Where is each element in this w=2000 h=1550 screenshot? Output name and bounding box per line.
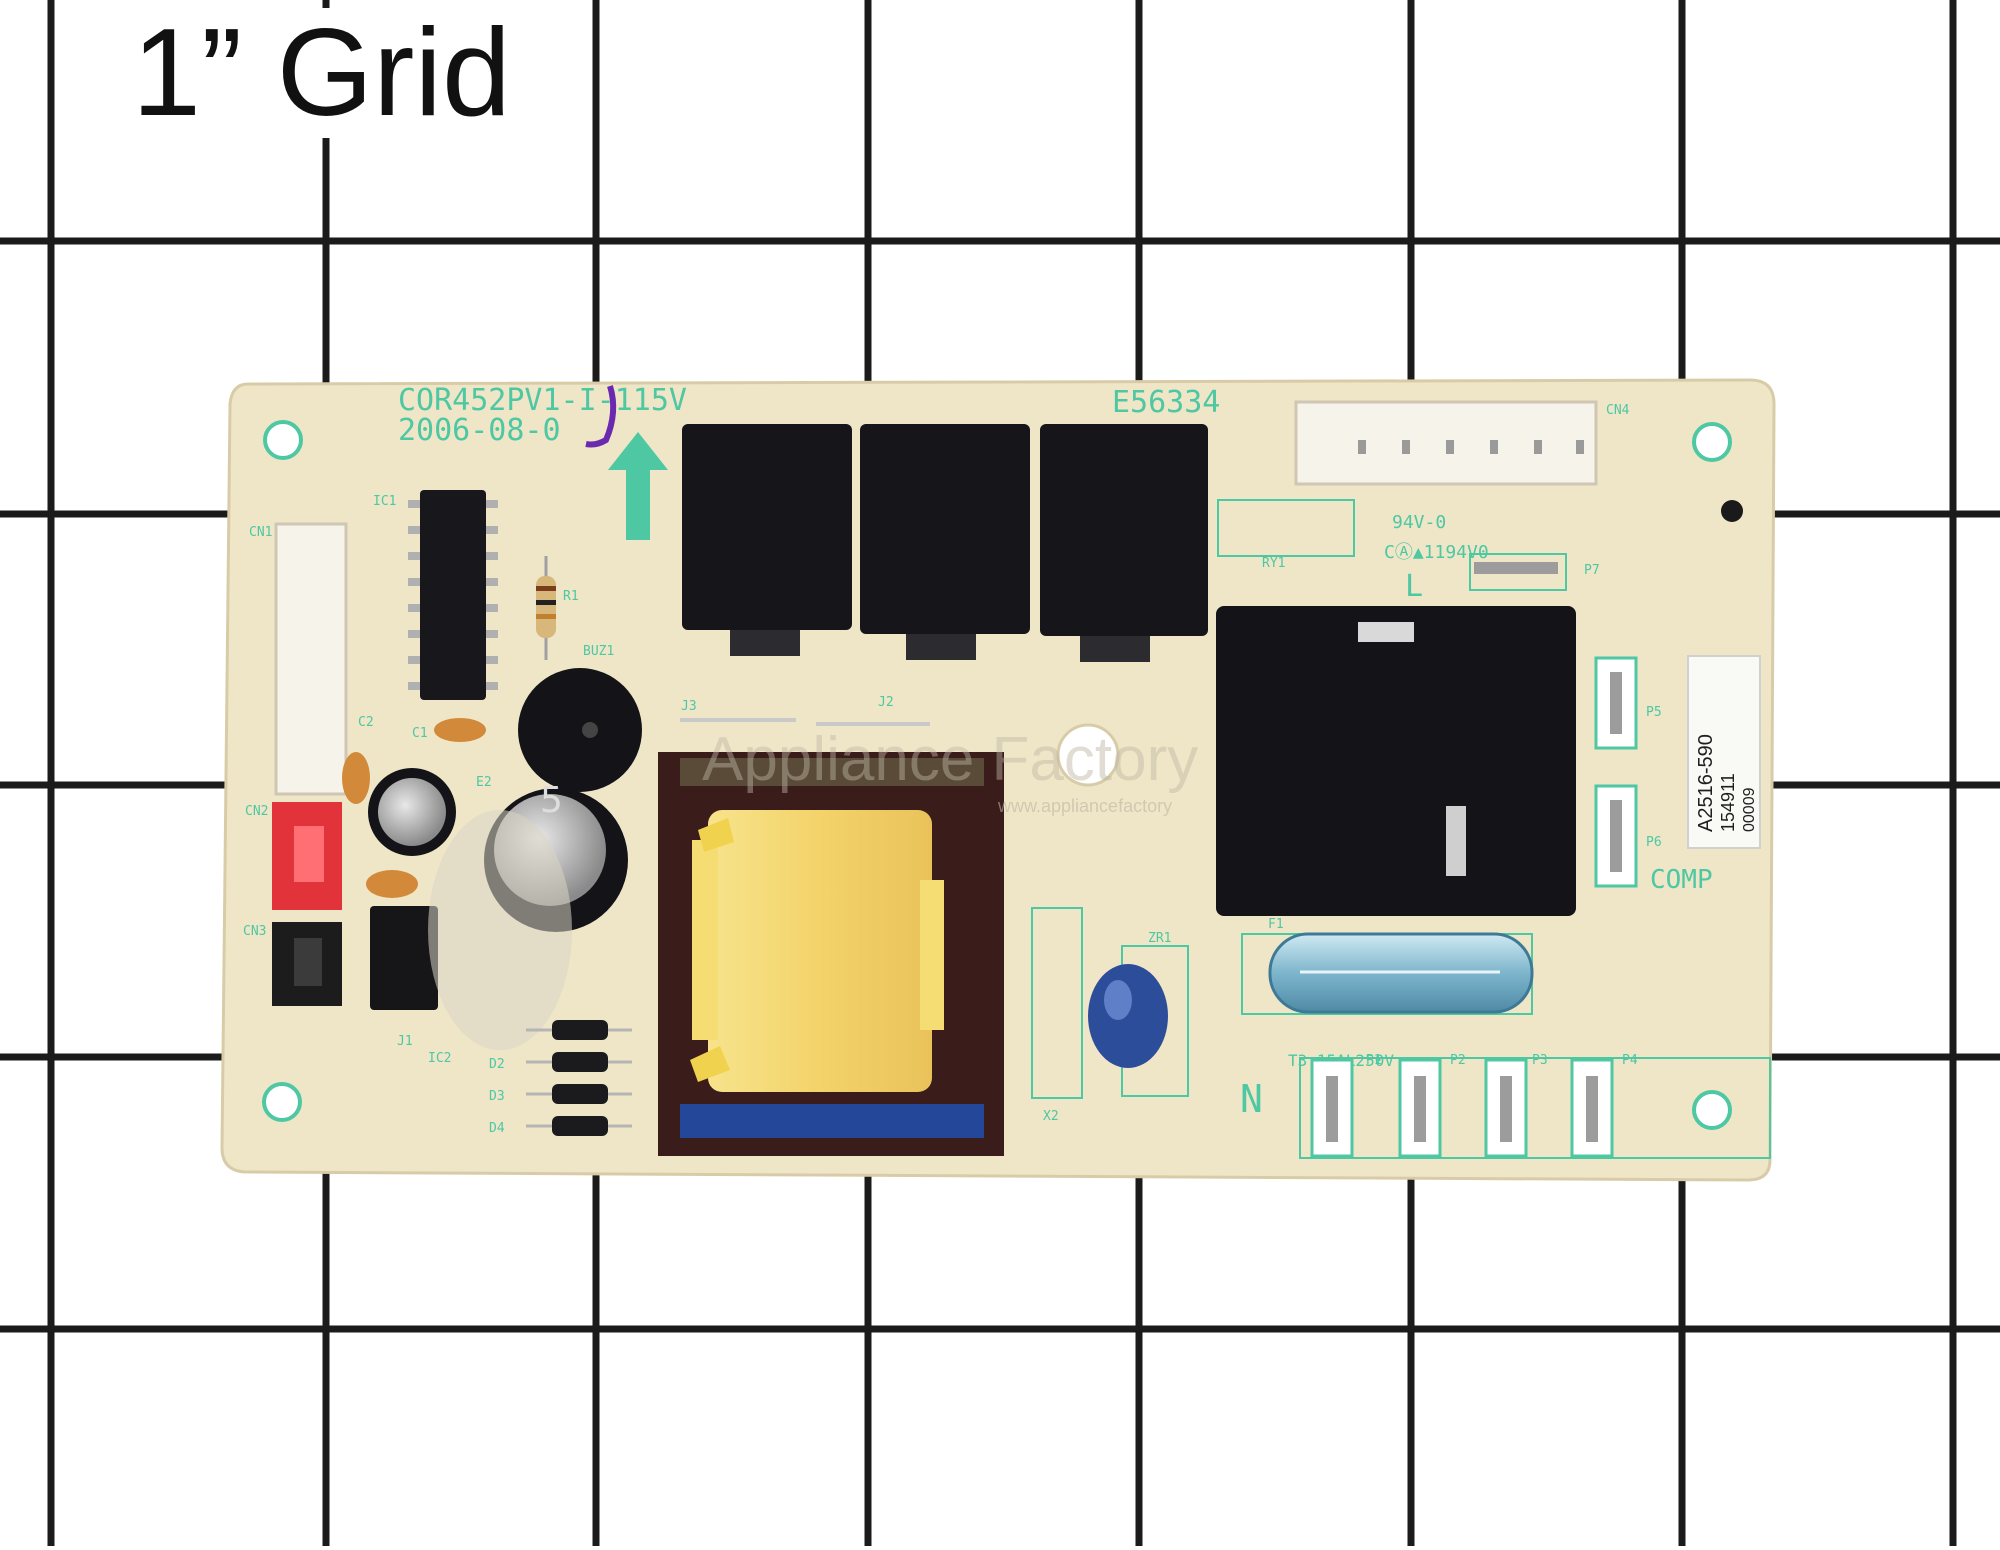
varistor xyxy=(1088,964,1168,1068)
label-cn4: CN4 xyxy=(1606,403,1630,418)
label-j2: J2 xyxy=(878,695,894,710)
connectors xyxy=(272,400,1598,1006)
resistor xyxy=(536,556,556,660)
label-d2: D2 xyxy=(489,1057,505,1072)
up-arrow-icon xyxy=(608,432,668,540)
board-model-text: COR452PV1-I-115V xyxy=(398,383,687,418)
silk-n-text: N xyxy=(1240,1077,1263,1121)
label-f1: F1 xyxy=(1268,917,1284,932)
ceramic-capacitors xyxy=(342,718,486,898)
label-ic2: IC2 xyxy=(428,1051,451,1066)
glass-fuse xyxy=(1268,932,1534,1014)
mounting-holes xyxy=(262,420,1732,1130)
label-p2: P2 xyxy=(1450,1053,1466,1068)
label-cn2: CN2 xyxy=(245,804,268,819)
ic-chip xyxy=(408,490,498,700)
buzzer xyxy=(518,668,642,792)
jumpers xyxy=(680,718,930,726)
sticker-line-2: 154911 xyxy=(1718,773,1738,832)
label-buz1: BUZ1 xyxy=(583,644,614,659)
label-p1: P1 xyxy=(1366,1053,1382,1068)
watermark-text: Appliance Factory xyxy=(702,725,1198,794)
voltage-regulator xyxy=(370,906,438,1010)
label-ic1: IC1 xyxy=(373,494,396,509)
label-zr1: ZR1 xyxy=(1148,931,1171,946)
board-code-text: E56334 xyxy=(1112,385,1220,420)
spade-terminals xyxy=(1310,562,1638,1158)
label-d3: D3 xyxy=(489,1089,505,1104)
label-cn3: CN3 xyxy=(243,924,266,939)
cert-code-text: CⒶ▲1194V0 xyxy=(1384,542,1489,563)
board-date-text: 2006-08-0 xyxy=(398,413,561,448)
label-p3: P3 xyxy=(1532,1053,1548,1068)
part-sticker: A2516-590 154911 00009 xyxy=(1687,655,1761,849)
cert-text: 94V-0 xyxy=(1392,512,1446,533)
label-r1: R1 xyxy=(563,589,579,604)
label-d4: D4 xyxy=(489,1121,505,1136)
transformer xyxy=(658,752,1004,1156)
capacitor-mark: 5 xyxy=(540,780,563,821)
diodes xyxy=(526,1020,632,1136)
label-j3: J3 xyxy=(681,699,697,714)
label-p7: P7 xyxy=(1584,563,1600,578)
watermark-url-text: www.appliancefactory xyxy=(997,796,1172,816)
label-ry1: RY1 xyxy=(1262,556,1285,571)
label-p5: P5 xyxy=(1646,705,1662,720)
label-p4: P4 xyxy=(1622,1053,1638,1068)
label-j1: J1 xyxy=(397,1034,413,1049)
silk-comp-text: COMP xyxy=(1650,865,1713,895)
label-c1: C1 xyxy=(412,726,428,741)
sticker-line-3: 00009 xyxy=(1741,787,1758,832)
label-e2: E2 xyxy=(476,775,492,790)
label-x2: X2 xyxy=(1043,1109,1059,1124)
label-cn1: CN1 xyxy=(249,525,272,540)
label-p6: P6 xyxy=(1646,835,1662,850)
relays xyxy=(682,424,1576,916)
sticker-line-1: A2516-590 xyxy=(1695,734,1717,832)
glue-blob xyxy=(428,810,572,1050)
marker-ink xyxy=(585,385,617,448)
grid-scale-label: 1” Grid xyxy=(118,8,572,138)
label-c2: C2 xyxy=(358,715,374,730)
silk-l-text: L xyxy=(1405,569,1423,604)
main-relay xyxy=(1216,606,1576,916)
